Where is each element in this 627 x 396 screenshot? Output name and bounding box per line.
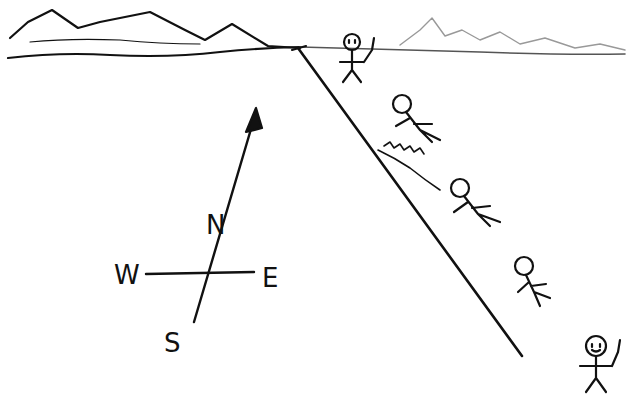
ridge-line — [298, 48, 522, 356]
distant-mountains — [400, 18, 625, 50]
compass-arrowhead — [246, 108, 262, 132]
summit-mark — [292, 46, 306, 50]
mountain-shading — [30, 39, 200, 44]
stick-figure — [451, 179, 500, 226]
compass-crossbar — [146, 272, 254, 274]
stick-figure — [515, 257, 550, 306]
mountain-range — [10, 10, 300, 48]
slope-scribble — [378, 142, 440, 190]
stick-figure — [340, 34, 374, 82]
compass-letter: E — [262, 265, 278, 291]
stick-figure — [393, 95, 440, 142]
stick-figure — [580, 336, 620, 392]
compass-letter: S — [164, 330, 181, 356]
horizon-line — [8, 47, 300, 58]
compass-needle — [194, 112, 256, 322]
compass-letter: N — [206, 212, 225, 238]
compass-letter: W — [114, 262, 140, 288]
